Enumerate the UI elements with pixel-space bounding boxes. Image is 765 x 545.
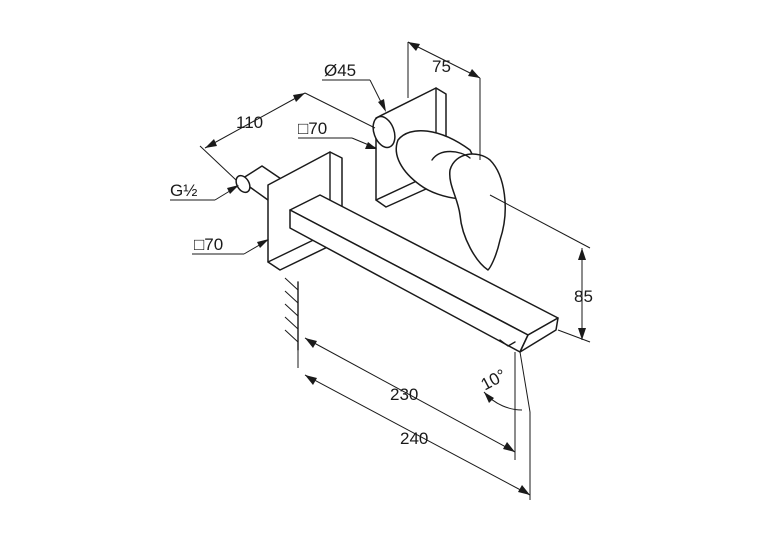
dimension-75-label: 75 — [432, 57, 451, 76]
dimension-square-70-top-label: □70 — [298, 119, 327, 138]
dimension-diameter-45: Ø45 — [322, 61, 386, 112]
dimension-square-70-bottom-label: □70 — [194, 235, 223, 254]
dimension-square-70-bottom: □70 — [192, 235, 269, 255]
spout — [289, 194, 559, 353]
dimension-85-label: 85 — [574, 287, 593, 306]
dimension-square-70-top: □70 — [298, 119, 377, 149]
dimension-85: 85 — [489, 194, 593, 343]
dimension-angle-label: 10° — [478, 365, 510, 394]
dimension-240: 240 — [304, 374, 531, 500]
handle-lever — [395, 129, 506, 271]
dimension-thread: G½ — [170, 181, 239, 201]
dimension-110-label: 110 — [236, 113, 263, 132]
dimension-230: 230 — [297, 337, 516, 460]
wall-hatching — [284, 277, 299, 351]
dimension-75: 75 — [407, 41, 481, 160]
dimension-angle: 10° — [478, 351, 531, 413]
dimension-230-label: 230 — [390, 385, 418, 404]
dimension-thread-label: G½ — [170, 181, 197, 200]
dimension-110: 110 — [199, 92, 376, 181]
dimension-diameter-45-label: Ø45 — [324, 61, 356, 80]
dimension-240-label: 240 — [400, 429, 428, 448]
